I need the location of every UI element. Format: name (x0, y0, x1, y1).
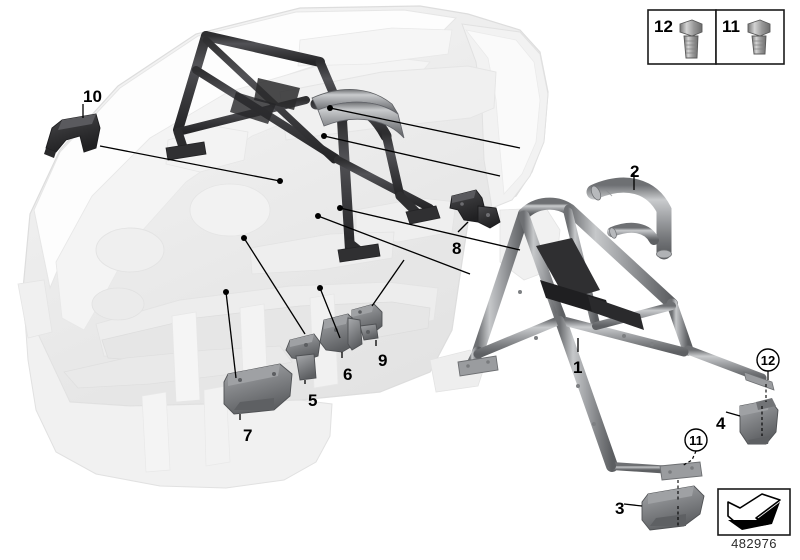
bracket-5-part (285, 333, 321, 381)
callout-label-2: 2 (630, 162, 640, 181)
diagram-id-number: 482976 (731, 536, 777, 551)
callout-label-5: 5 (308, 391, 318, 410)
rollbar-assembly-main (457, 197, 775, 481)
bolt-icon-12 (679, 19, 703, 59)
bracket-8-part (449, 189, 501, 229)
circled-callout-leaders (677, 348, 780, 528)
bracket-10-part (44, 113, 101, 158)
callout-label-7: 7 (243, 426, 253, 445)
callout-label-6: 6 (343, 365, 353, 384)
callout-label-9: 9 (378, 351, 388, 370)
leader-lines (82, 104, 741, 507)
bolt-icon-11 (747, 19, 771, 55)
bolt-index-boxes (647, 9, 785, 65)
view-direction-box (717, 488, 791, 536)
callout-label-3: 3 (615, 499, 625, 518)
cover-4-part (739, 398, 779, 445)
bolt-box-label-12: 12 (654, 17, 673, 36)
circle-callout-label-11: 11 (689, 433, 703, 448)
installed-roll-cage (165, 31, 441, 263)
bolt-box-label-11: 11 (722, 17, 740, 36)
callout-label-8: 8 (452, 239, 462, 258)
callout-label-4: 4 (716, 414, 726, 433)
vehicle-body-shell (17, 5, 561, 489)
rollbar-tube-section-part2 (586, 177, 672, 260)
circle-callout-label-12: 12 (760, 353, 776, 368)
cover-7-part (223, 363, 293, 415)
callout-label-1: 1 (573, 358, 583, 377)
callout-label-10: 10 (83, 87, 102, 106)
cover-3-part (641, 485, 705, 531)
bracket-6-part (319, 313, 363, 353)
